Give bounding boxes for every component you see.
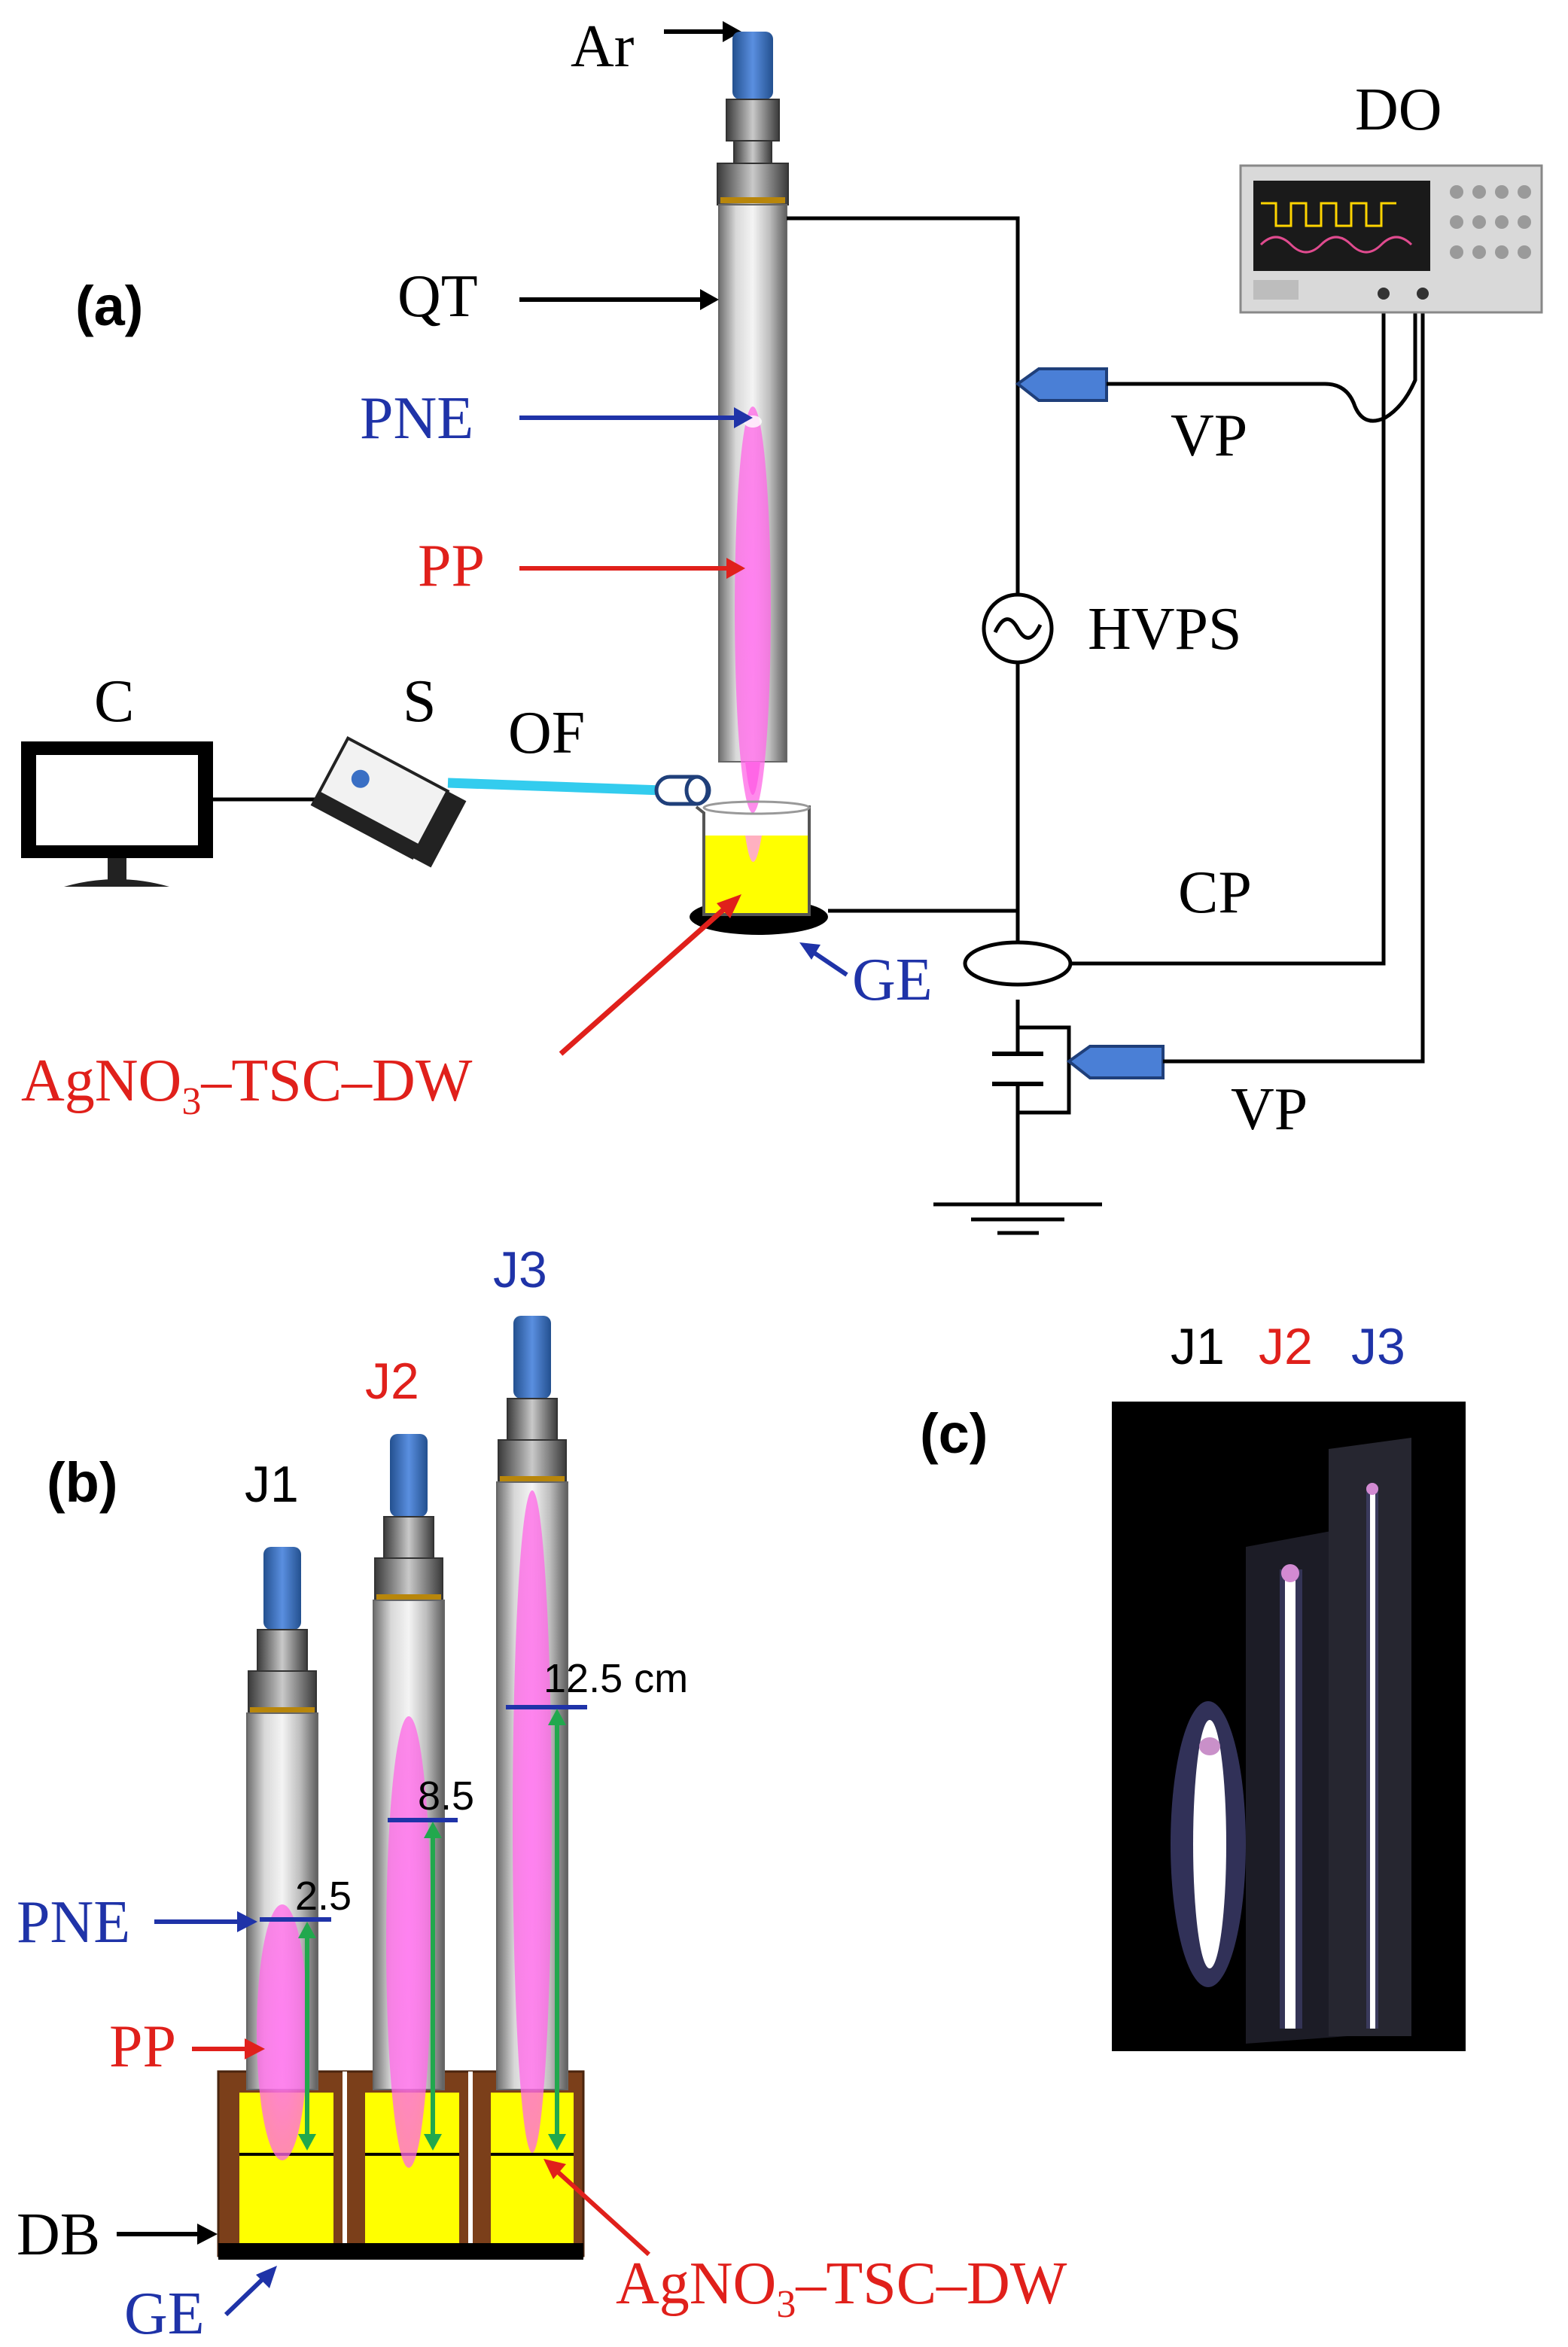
ground-electrode-arrow bbox=[799, 942, 848, 977]
solution-arrow-b bbox=[543, 2159, 651, 2257]
pp-arrow-b bbox=[192, 2038, 265, 2059]
quartz-tube-arrow bbox=[519, 289, 719, 310]
plasma-plume-main bbox=[735, 406, 771, 813]
oscilloscope-icon bbox=[1239, 164, 1543, 314]
ground-electrode-plate bbox=[218, 2243, 583, 2260]
panel-c-label: (c) bbox=[920, 1402, 988, 1465]
voltage-probe-bottom-icon bbox=[1066, 1045, 1165, 1079]
current-probe-label: CP bbox=[1178, 860, 1252, 926]
computer-label: C bbox=[94, 668, 134, 735]
panel-a-label: (a) bbox=[75, 275, 143, 337]
ground-electrode-label: GE bbox=[852, 947, 933, 1013]
solution-label-a: AgNO3–TSC–DW bbox=[21, 1048, 473, 1123]
pin-electrode-label: PNE bbox=[360, 385, 473, 452]
computer-monitor-icon bbox=[21, 741, 213, 887]
db-arrow-b bbox=[117, 2224, 218, 2245]
ground-symbol-icon bbox=[933, 1202, 1102, 1235]
photo-label-j1: J1 bbox=[1171, 1318, 1225, 1375]
spectrometer-label: S bbox=[403, 668, 437, 735]
plasma-jets-photo bbox=[1112, 1402, 1466, 2051]
photo-label-j2: J2 bbox=[1259, 1318, 1313, 1375]
pne-arrow-b bbox=[154, 1911, 257, 1932]
quartz-tube-label: QT bbox=[397, 263, 478, 330]
optical-fiber-label: OF bbox=[508, 700, 585, 766]
gas-inlet-cap-icon bbox=[732, 32, 773, 99]
spectrometer-icon bbox=[310, 735, 467, 868]
fitting-nut-icon bbox=[726, 99, 780, 142]
plasma-jet-main bbox=[717, 32, 789, 813]
jet-label-j1: J1 bbox=[245, 1456, 299, 1513]
pne-label-b: PNE bbox=[17, 1889, 130, 1956]
ge-arrow-b bbox=[224, 2266, 277, 2317]
hvps-label: HVPS bbox=[1088, 596, 1242, 662]
photo-label-j3: J3 bbox=[1351, 1318, 1405, 1375]
voltage-probe-top-label: VP bbox=[1171, 403, 1247, 469]
distance-label-j2: 8.5 bbox=[418, 1773, 474, 1819]
current-probe-icon bbox=[963, 940, 1073, 987]
distance-label-j1: 2.5 bbox=[295, 1874, 352, 1919]
argon-label: Ar bbox=[571, 14, 634, 80]
jet-label-j2: J2 bbox=[365, 1353, 419, 1410]
optical-fiber bbox=[447, 778, 663, 796]
solution-arrow-a bbox=[559, 894, 741, 1056]
jet-label-j3: J3 bbox=[493, 1241, 547, 1298]
argon-inlet-arrow bbox=[664, 21, 741, 42]
plasma-plume-label: PP bbox=[418, 533, 485, 599]
voltage-probe-top-icon bbox=[1015, 367, 1108, 402]
voltage-probe-bottom-label: VP bbox=[1231, 1076, 1308, 1143]
distance-label-j3: 12.5 cm bbox=[543, 1656, 688, 1701]
circuit-wiring bbox=[787, 216, 1071, 1204]
plasma-jet-j3 bbox=[496, 1316, 568, 2153]
distance-markers bbox=[260, 1705, 587, 2151]
db-label-b: DB bbox=[17, 2202, 100, 2268]
panel-b-label: (b) bbox=[47, 1451, 118, 1514]
ge-label-b: GE bbox=[124, 2281, 205, 2347]
plasma-plume-arrow bbox=[519, 558, 745, 579]
pin-electrode-arrow bbox=[519, 407, 753, 428]
hvps-source-icon bbox=[982, 592, 1054, 665]
oscilloscope-label: DO bbox=[1355, 77, 1442, 143]
pp-label-b: PP bbox=[109, 2014, 176, 2080]
fiber-collimator-icon bbox=[654, 775, 711, 806]
solution-label-b: AgNO3–TSC–DW bbox=[616, 2251, 1067, 2326]
probe-cables bbox=[1069, 294, 1425, 1064]
capacitor-icon bbox=[992, 1052, 1043, 1086]
